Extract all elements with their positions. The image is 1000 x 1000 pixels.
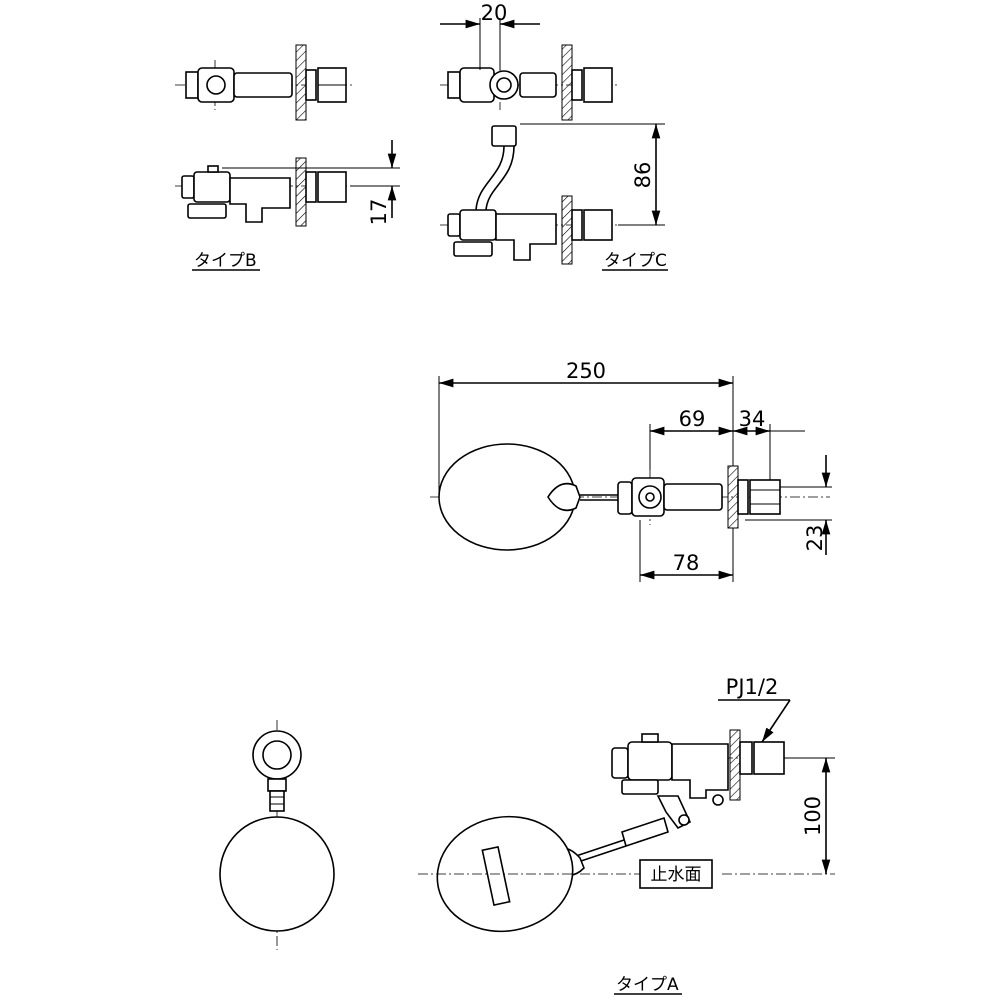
dim-20: 20 [481,1,508,25]
type-b-label: タイプB [194,251,257,271]
dim-78: 78 [673,551,700,575]
dim-34: 34 [739,407,766,431]
dim-17: 17 [367,199,391,226]
type-b-front-view: 17 [175,140,400,227]
water-level-box [639,859,713,889]
dim-23: 23 [803,525,827,552]
type-c-view: 20 86 タイプC [440,1,668,271]
dim-250: 250 [566,359,606,383]
end-view-float-ball [219,816,335,932]
water-level-label: 止水面 [651,865,702,885]
dim-100: 100 [801,796,825,836]
dim-69: 69 [679,407,706,431]
thread-label: PJ1/2 [726,675,779,699]
type-c-front-view: 86 [440,123,665,265]
dim-86: 86 [631,162,655,189]
type-c-label: タイプC [604,251,667,271]
float-top-view: 250 69 34 23 78 [430,359,832,582]
type-b-view: 17 タイプB [175,44,400,271]
type-a-label: タイプA [616,975,679,995]
type-a-end-view [219,720,335,950]
type-a-side-view: 止水面 100 PJ1/2 タイプA [418,675,835,995]
type-c-top-view: 20 [440,1,620,121]
type-b-top-view [175,44,355,121]
